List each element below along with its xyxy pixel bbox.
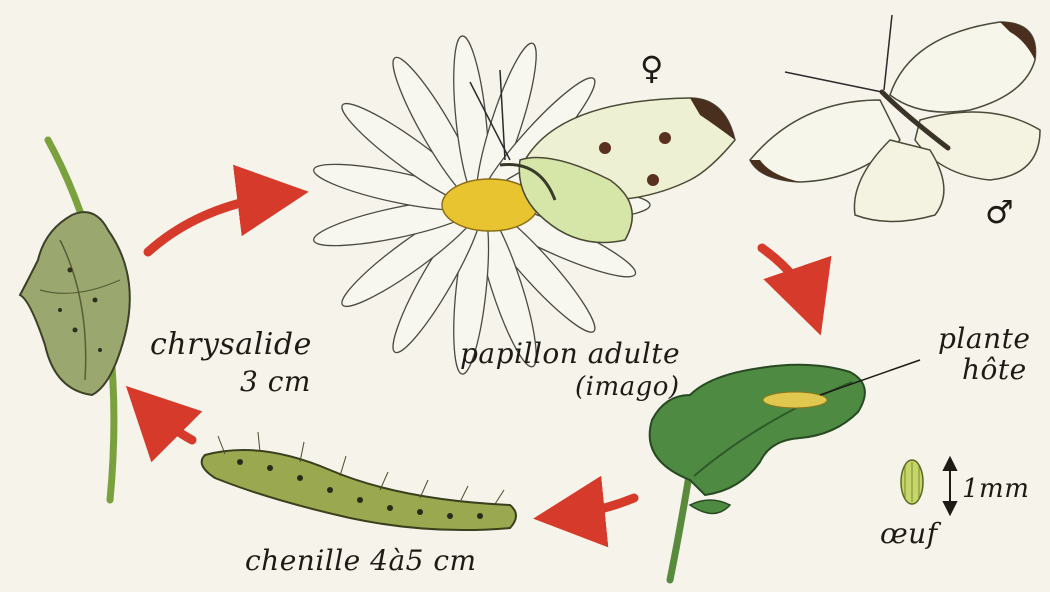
single-egg <box>901 458 956 514</box>
label-egg-size: 1mm <box>962 476 1029 502</box>
male-butterfly <box>750 15 1040 222</box>
male-symbol: ♂ <box>985 196 1014 228</box>
label-host-plant: plante <box>938 325 1030 353</box>
label-imago: (imago) <box>575 374 680 400</box>
label-adult-butterfly: papillon adulte <box>460 340 680 368</box>
label-egg: œuf <box>880 520 938 548</box>
chrysalis-figure <box>20 140 130 500</box>
chrysalis-body <box>20 212 130 395</box>
label-host-plant-2: hôte <box>962 356 1027 384</box>
arrow-adult-to-egg <box>762 248 812 310</box>
label-caterpillar: chenille 4à5 cm <box>245 547 477 575</box>
arrow-plant-to-caterpillar <box>560 498 634 516</box>
small-leaf <box>690 500 730 514</box>
arrow-chrysalis-to-adult <box>148 195 282 252</box>
male-upper-forewing <box>890 22 1036 112</box>
female-symbol: ♀ <box>640 52 663 84</box>
egg-cluster <box>763 392 827 408</box>
caterpillar <box>202 432 516 530</box>
egg-size-scale <box>944 458 956 514</box>
label-chrysalid: chrysalide <box>150 330 312 360</box>
arrow-caterpillar-to-chrysalis <box>145 405 192 440</box>
leaf-stem <box>670 470 690 580</box>
caterpillar-body <box>202 450 516 530</box>
label-chrysalid-size: 3 cm <box>240 368 311 396</box>
